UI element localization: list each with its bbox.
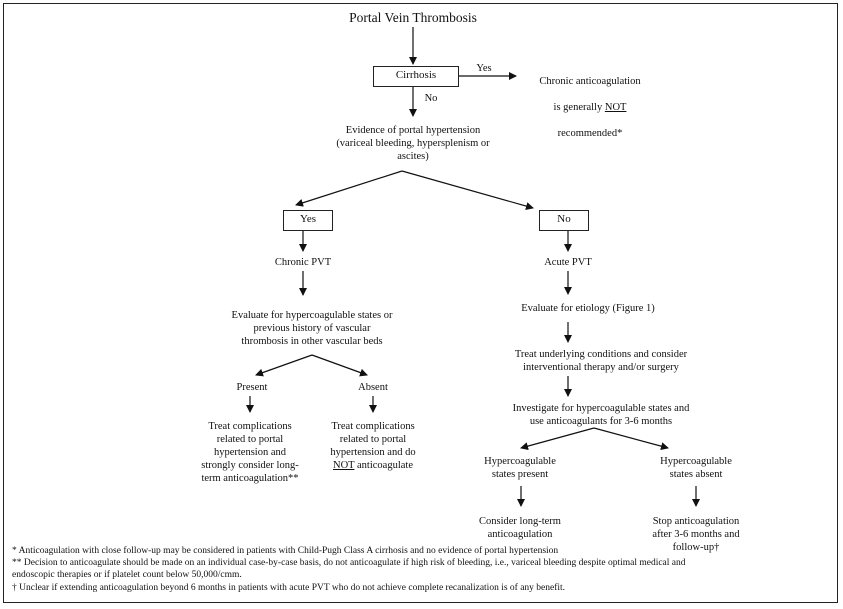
hc-absent-label: Hypercoagulable states absent [660,456,732,480]
cirrhosis-no-label: No [424,93,438,104]
diagram-title: Portal Vein Thrombosis [349,10,477,25]
absent-label: Absent [358,382,388,393]
hc-absent-action: Stop anticoagulation after 3-6 months an… [652,516,740,553]
arrow-evaluate-to-present [255,354,313,377]
hc-present-label: Hypercoagulable states present [484,456,556,480]
absent-action-pre: Treat complications related to portal hy… [330,421,416,458]
treat-underlying-text: Treat underlying conditions and consider… [514,349,688,373]
chronic-pvt-label: Chronic PVT [274,257,332,268]
arrow-to-yes-box [295,170,403,207]
absent-action-post: anticoagulate [354,460,413,471]
outcome-line-2-pre: is generally [553,102,605,113]
arrow-evaluate-to-absent [311,354,368,377]
outcome-emphasis: NOT [604,102,627,113]
absent-action-text: Treat complications related to portal hy… [308,420,438,472]
cirrhosis-box: Cirrhosis [373,66,459,87]
present-label: Present [236,382,268,393]
present-action-text: Treat complications related to portal hy… [201,421,299,484]
footnote-1: * Anticoagulation with close follow-up m… [12,546,559,556]
investigate-text: Investigate for hypercoagulable states a… [512,403,690,427]
arrow-to-no-box [401,170,534,210]
arrow-investigate-to-absent [593,427,669,451]
outcome-line-3: recommended* [557,128,623,139]
footnote-3: † Unclear if extending anticoagulation b… [12,583,566,593]
acute-evaluate-text: Evaluate for etiology (Figure 1) [521,303,655,314]
portal-htn-no-box: No [539,210,589,231]
acute-pvt-label: Acute PVT [544,257,592,268]
outcome-line-1: Chronic anticoagulation [539,76,641,87]
cirrhosis-yes-label: Yes [476,63,492,74]
portal-htn-yes-box: Yes [283,210,333,231]
cirrhosis-yes-outcome: Chronic anticoagulation is generally NOT… [520,62,660,140]
diagram-frame [3,3,838,603]
absent-action-emphasis: NOT [333,460,355,471]
chronic-evaluate-text: Evaluate for hypercoagulable states or p… [231,310,393,347]
portal-htn-question: Evidence of portal hypertension (varicea… [336,125,490,162]
footnote-2: ** Decision to anticoagulate should be m… [12,558,686,580]
arrow-investigate-to-present [520,427,595,451]
hc-present-action: Consider long-term anticoagulation [479,516,561,540]
